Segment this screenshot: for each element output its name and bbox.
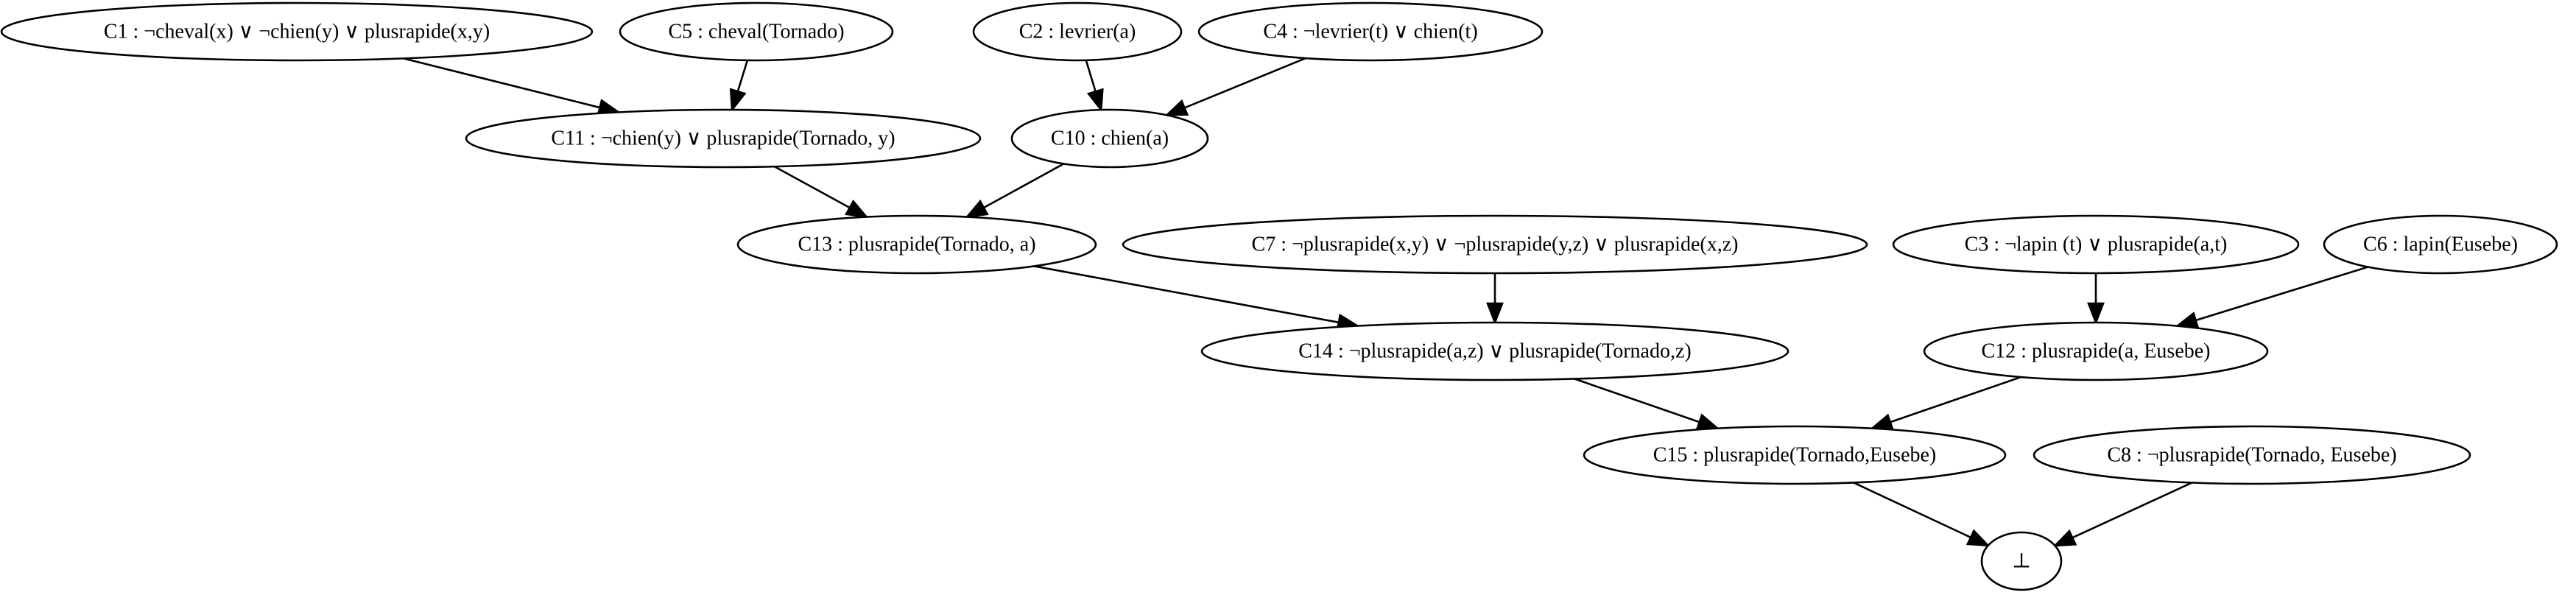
edge-line bbox=[2195, 266, 2368, 322]
node-c11-ellipse bbox=[465, 108, 982, 169]
edge-line bbox=[1890, 376, 2021, 423]
node-c1-label: C1 : ¬cheval(x) ∨ ¬chien(y) ∨ plusrapide… bbox=[104, 21, 490, 43]
node-c3-label: C3 : ¬lapin (t) ∨ plusrapide(a,t) bbox=[1965, 233, 2228, 256]
edge-c4-to-c10 bbox=[1164, 57, 1306, 116]
edge-line bbox=[774, 166, 851, 209]
node-c8: C8 : ¬plusrapide(Tornado, Eusebe) bbox=[2033, 425, 2471, 485]
edge-c5-to-c11 bbox=[729, 60, 749, 113]
node-c6-label: C6 : lapin(Eusebe) bbox=[2363, 233, 2518, 256]
node-c3: C3 : ¬lapin (t) ∨ plusrapide(a,t) bbox=[1892, 214, 2300, 275]
edge-c11-to-c13 bbox=[774, 166, 869, 219]
node-c10: C10 : chien(a) bbox=[1010, 108, 1209, 169]
node-c13-label: C13 : plusrapide(Tornado, a) bbox=[798, 233, 1035, 256]
node-c3-ellipse bbox=[1892, 214, 2300, 275]
node-bottom-ellipse bbox=[1980, 531, 2063, 591]
arrowhead bbox=[844, 200, 869, 219]
edge-line bbox=[403, 57, 600, 109]
node-c6-ellipse bbox=[2323, 214, 2558, 275]
node-c14-ellipse bbox=[1200, 321, 1790, 381]
edge-c10-to-c13 bbox=[964, 163, 1065, 219]
edge-line bbox=[1853, 482, 1971, 538]
node-c7: C7 : ¬plusrapide(x,y) ∨ ¬plusrapide(y,z)… bbox=[1122, 214, 1868, 275]
edge-line bbox=[736, 60, 749, 92]
node-c11-label: C11 : ¬chien(y) ∨ plusrapide(Tornado, y) bbox=[551, 127, 895, 150]
node-c10-ellipse bbox=[1010, 108, 1209, 169]
edge-line bbox=[2072, 482, 2193, 539]
node-bottom-label: ⊥ bbox=[2012, 550, 2031, 573]
node-c11: C11 : ¬chien(y) ∨ plusrapide(Tornado, y) bbox=[465, 108, 982, 169]
arrowhead bbox=[1486, 302, 1504, 325]
node-c12-label: C12 : plusrapide(a, Eusebe) bbox=[1981, 340, 2210, 363]
edge-line bbox=[1085, 60, 1097, 92]
edge-line bbox=[1574, 378, 1700, 423]
node-c13: C13 : plusrapide(Tornado, a) bbox=[736, 214, 1097, 275]
arrowhead bbox=[2052, 529, 2077, 547]
node-c8-label: C8 : ¬plusrapide(Tornado, Eusebe) bbox=[2107, 444, 2396, 467]
node-c6: C6 : lapin(Eusebe) bbox=[2323, 214, 2558, 275]
node-c15-ellipse bbox=[1583, 425, 2007, 485]
node-c14: C14 : ¬plusrapide(a,z) ∨ plusrapide(Torn… bbox=[1200, 321, 1790, 381]
edge-c7-to-c14 bbox=[1486, 273, 1504, 325]
node-c4-label: C4 : ¬levrier(t) ∨ chien(t) bbox=[1263, 21, 1477, 43]
node-c1: C1 : ¬cheval(x) ∨ ¬chien(y) ∨ plusrapide… bbox=[0, 1, 594, 62]
edge-c1-to-c11 bbox=[403, 57, 622, 116]
node-c4: C4 : ¬levrier(t) ∨ chien(t) bbox=[1197, 1, 1544, 62]
node-c15-label: C15 : plusrapide(Tornado,Eusebe) bbox=[1653, 444, 1937, 467]
node-c14-label: C14 : ¬plusrapide(a,z) ∨ plusrapide(Torn… bbox=[1298, 340, 1692, 363]
node-c4-ellipse bbox=[1197, 1, 1544, 62]
arrowhead bbox=[964, 199, 989, 219]
edge-c15-to-bottom bbox=[1853, 482, 1991, 547]
node-c2: C2 : levrier(a) bbox=[972, 1, 1183, 62]
edge-c6-to-c12 bbox=[2175, 266, 2368, 328]
node-c5-ellipse bbox=[619, 1, 894, 62]
node-c5-label: C5 : cheval(Tornado) bbox=[668, 21, 844, 43]
node-bottom: ⊥ bbox=[1980, 531, 2063, 591]
edge-c8-to-bottom bbox=[2052, 482, 2193, 547]
node-c7-label: C7 : ¬plusrapide(x,y) ∨ ¬plusrapide(y,z)… bbox=[1252, 233, 1739, 256]
edge-c14-to-c15 bbox=[1574, 378, 1720, 431]
node-c8-ellipse bbox=[2033, 425, 2471, 485]
node-c12: C12 : plusrapide(a, Eusebe) bbox=[1923, 321, 2269, 381]
edge-c13-to-c14 bbox=[1034, 265, 1361, 331]
node-c13-ellipse bbox=[736, 214, 1097, 275]
node-c15: C15 : plusrapide(Tornado,Eusebe) bbox=[1583, 425, 2007, 485]
edge-c2-to-c10 bbox=[1085, 60, 1104, 113]
node-c10-label: C10 : chien(a) bbox=[1051, 127, 1169, 150]
edge-c12-to-c15 bbox=[1869, 376, 2021, 431]
node-c2-ellipse bbox=[972, 1, 1183, 62]
arrowhead bbox=[1695, 413, 1720, 431]
edge-line bbox=[1183, 57, 1306, 109]
edge-line bbox=[1034, 265, 1340, 324]
node-c2-label: C2 : levrier(a) bbox=[1019, 21, 1136, 43]
node-c7-ellipse bbox=[1122, 214, 1868, 275]
arrowhead bbox=[1869, 413, 1894, 431]
edge-line bbox=[983, 163, 1065, 209]
edge-c3-to-c12 bbox=[2087, 273, 2105, 325]
node-c12-ellipse bbox=[1923, 321, 2269, 381]
arrowhead bbox=[1086, 88, 1104, 113]
arrowhead bbox=[2087, 302, 2105, 325]
arrowhead bbox=[729, 88, 747, 113]
node-c1-ellipse bbox=[0, 1, 594, 62]
node-c5: C5 : cheval(Tornado) bbox=[619, 1, 894, 62]
arrowhead bbox=[1966, 529, 1991, 547]
edges-layer bbox=[403, 57, 2368, 547]
arrowhead bbox=[1164, 99, 1189, 116]
